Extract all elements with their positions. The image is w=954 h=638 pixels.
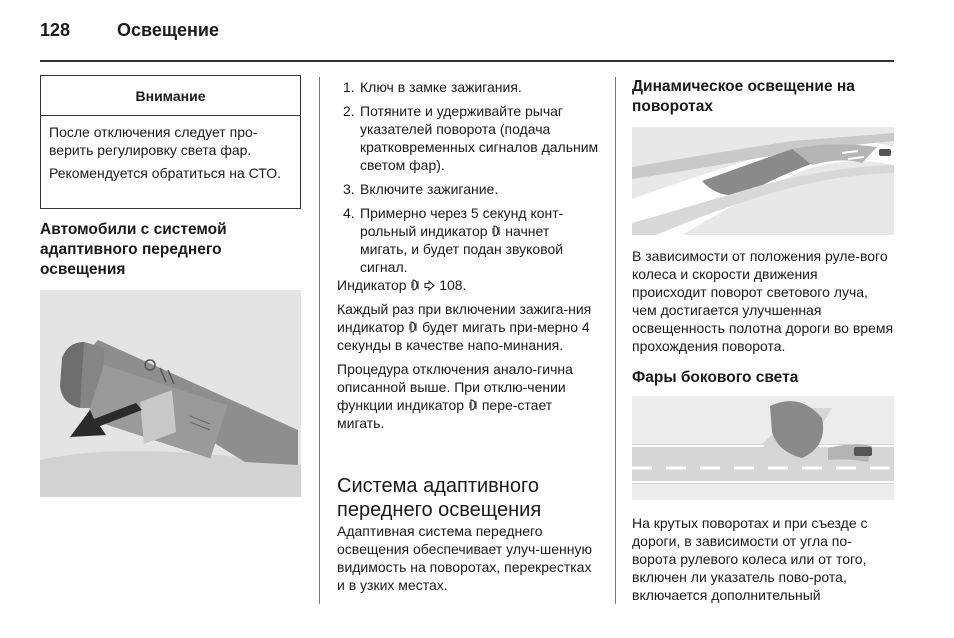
- indicator-label: Индикатор: [337, 277, 407, 293]
- body-paragraph: Адаптивная система переднего освещения о…: [337, 523, 592, 593]
- column-divider-2: [615, 77, 616, 604]
- list-item: 2. Потяните и удерживайте рычаг указател…: [337, 102, 599, 174]
- section-heading-dynamic-light: Динамическое освещение на поворотах: [632, 78, 855, 115]
- headlight-leveling-indicator-icon: [409, 321, 417, 333]
- indicator-reference: Индикатор 108.: [337, 276, 599, 294]
- dynamic-curve-light-illustration: [632, 127, 894, 235]
- step-text: начнет мигать, и будет подан звуковой си…: [360, 223, 564, 275]
- turn-signal-lever-illustration: [40, 290, 301, 497]
- body-paragraph: На крутых поворотах и при съезде с дорог…: [632, 515, 868, 603]
- body-paragraph: В зависимости от положения руле-вого кол…: [632, 248, 894, 354]
- page-title: Освещение: [117, 20, 219, 40]
- paragraph-text: будет мигать при-мерно 4 секунды в качес…: [337, 319, 590, 353]
- step-text: Ключ в замке зажигания.: [360, 79, 522, 95]
- warning-paragraph: После отключения следует про-верить регу…: [49, 124, 258, 158]
- list-item: 4. Примерно через 5 секунд конт-рольный …: [337, 204, 599, 276]
- body-paragraph: Каждый раз при включении зажига-ния инди…: [337, 300, 599, 354]
- warning-text: После отключения следует про-верить регу…: [49, 123, 294, 187]
- list-item: 1. Ключ в замке зажигания.: [337, 78, 599, 96]
- warning-title: Внимание: [41, 76, 300, 116]
- step-number: 2.: [343, 103, 355, 119]
- warning-paragraph: Рекомендуется обратиться на СТО.: [49, 165, 282, 181]
- section-heading-cornering-light: Фары бокового света: [632, 369, 799, 386]
- paragraph-text: Каждый раз при включении зажига-ния инди…: [337, 301, 592, 335]
- indicator-text-block: Индикатор 108. Каждый раз при включении …: [337, 276, 599, 438]
- step-number: 1.: [343, 79, 355, 95]
- column-divider-1: [319, 77, 320, 604]
- step-text: Потяните и удерживайте рычаг указателей …: [360, 103, 599, 173]
- list-item: 3. Включите зажигание.: [337, 180, 599, 198]
- page-reference: 108.: [439, 277, 467, 293]
- chapter-heading-afl: Система адаптивного переднего освещения: [337, 475, 542, 521]
- step-text: Примерно через 5 секунд конт-рольный инд…: [360, 205, 564, 239]
- procedure-steps: 1. Ключ в замке зажигания. 2. Потяните и…: [337, 78, 599, 282]
- step-number: 3.: [343, 181, 355, 197]
- cornering-light-illustration: [632, 396, 894, 500]
- page-reference-arrow-icon: [424, 280, 436, 291]
- body-paragraph: Процедура отключения анало-гична описанн…: [337, 360, 599, 432]
- warning-box: Внимание После отключения следует про-ве…: [40, 75, 301, 209]
- paragraph-text: пере-стает мигать.: [337, 397, 553, 431]
- headlight-leveling-indicator-icon: [492, 225, 500, 237]
- page-number: 128: [40, 20, 71, 40]
- paragraph-text: Процедура отключения анало-гична описанн…: [337, 361, 573, 413]
- headlight-leveling-indicator-icon: [411, 279, 419, 291]
- step-text: Включите зажигание.: [360, 181, 499, 197]
- step-number: 4.: [343, 205, 355, 221]
- headlight-leveling-indicator-icon: [468, 399, 477, 411]
- header-divider: [40, 60, 894, 62]
- section-heading-afl-vehicles: Автомобили с системой адаптивного передн…: [40, 221, 227, 278]
